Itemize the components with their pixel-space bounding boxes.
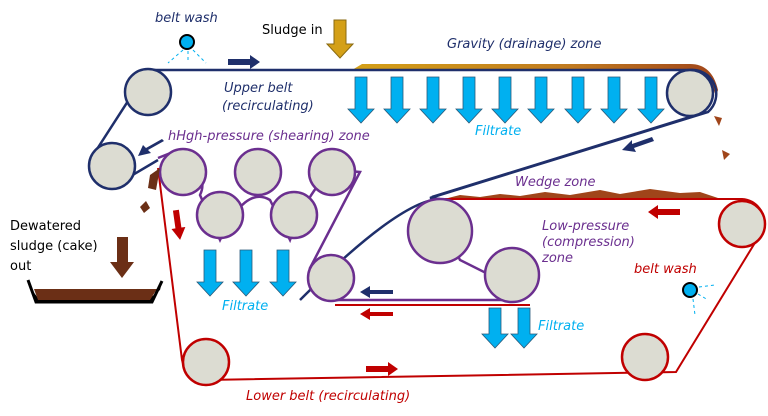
cake-in-tray — [34, 289, 157, 300]
filtrate-arrow-icon — [419, 76, 447, 124]
roller-icon — [181, 337, 231, 387]
sludge-layer-wedge — [440, 189, 718, 200]
arrow-icon — [138, 139, 164, 156]
upper-belt-label-2: (recirculating) — [222, 99, 314, 114]
roller-icon — [195, 190, 245, 240]
roller-icon — [87, 141, 137, 191]
sludge-layer-gravity — [352, 64, 718, 96]
belt-wash-top — [167, 34, 207, 64]
cake-fragment — [148, 168, 160, 190]
dewatered-label: Dewatered — [10, 219, 81, 234]
roller-icon — [406, 197, 474, 265]
cake-fragment — [140, 201, 150, 213]
roller-icon — [158, 147, 208, 197]
filtrate-arrow-icon — [491, 76, 519, 124]
lower-belt-label: Lower belt (recirculating) — [246, 389, 410, 404]
arrow-icon — [228, 55, 260, 69]
roller-icon — [306, 253, 356, 303]
roller-icon — [269, 190, 319, 240]
belt-wash-top-label: belt wash — [155, 11, 218, 26]
high-pressure-zone-label: hHgh-pressure (shearing) zone — [168, 129, 370, 144]
roller-icon — [233, 147, 283, 197]
filtrate-arrow-icon — [347, 76, 375, 124]
roller-icon — [307, 147, 357, 197]
filtrate-arrow-icon — [383, 76, 411, 124]
upper-belt-return — [431, 110, 707, 199]
wedge-zone-label: Wedge zone — [515, 175, 596, 190]
cake-fragment — [714, 116, 722, 126]
filtrate-arrow-icon — [196, 249, 224, 297]
filtrate-arrow-icon — [481, 307, 509, 349]
filtrate-arrow-icon — [600, 76, 628, 124]
gravity-zone-label: Gravity (drainage) zone — [447, 37, 602, 52]
low-pressure-zone-label-2: (compression) — [542, 235, 635, 250]
cake-out-arrow-icon — [110, 237, 134, 278]
filtrate-middle-label: Filtrate — [222, 299, 268, 314]
rollers — [87, 67, 767, 387]
roller-icon — [620, 332, 670, 382]
low-pressure-zone-label-3: zone — [541, 251, 573, 266]
spray-nozzle-icon — [682, 282, 698, 298]
roller-icon — [717, 199, 767, 249]
roller-icon — [483, 246, 541, 304]
filtrate-arrow-icon — [637, 76, 665, 124]
cake-fragment — [722, 150, 730, 160]
filtrate-arrows-top — [347, 76, 665, 124]
dewatered-label-3: out — [10, 259, 31, 274]
belt-wash-bottom-label: belt wash — [634, 262, 697, 277]
filtrate-arrow-icon — [564, 76, 592, 124]
direction-arrows — [138, 55, 680, 376]
low-pressure-zone-label: Low-pressure — [542, 219, 629, 234]
filtrate-arrow-icon — [510, 307, 538, 349]
dewatered-label-2: sludge (cake) — [10, 239, 98, 254]
filtrate-arrows-middle — [196, 249, 297, 297]
filtrate-arrows-right — [481, 307, 538, 349]
upper-belt-label: Upper belt — [224, 81, 293, 96]
filtrate-arrow-icon — [455, 76, 483, 124]
arrow-icon — [360, 286, 393, 298]
sludge-in-label: Sludge in — [262, 23, 323, 38]
spray-nozzle-icon — [179, 34, 195, 50]
filtrate-right-label: Filtrate — [538, 319, 584, 334]
arrow-icon — [360, 308, 393, 320]
filtrate-top-label: Filtrate — [475, 124, 521, 139]
roller-icon — [665, 68, 715, 118]
filtrate-arrow-icon — [269, 249, 297, 297]
tray-rim — [26, 279, 164, 304]
arrow-icon — [648, 205, 680, 219]
arrow-icon — [622, 137, 654, 152]
roller-icon — [123, 67, 173, 117]
filtrate-arrow-icon — [232, 249, 260, 297]
filtrate-arrow-icon — [527, 76, 555, 124]
sludge-in-arrow-icon — [325, 19, 355, 59]
arrow-icon — [366, 362, 398, 376]
arrow-icon — [171, 209, 186, 240]
belt-wash-bottom — [682, 282, 716, 316]
